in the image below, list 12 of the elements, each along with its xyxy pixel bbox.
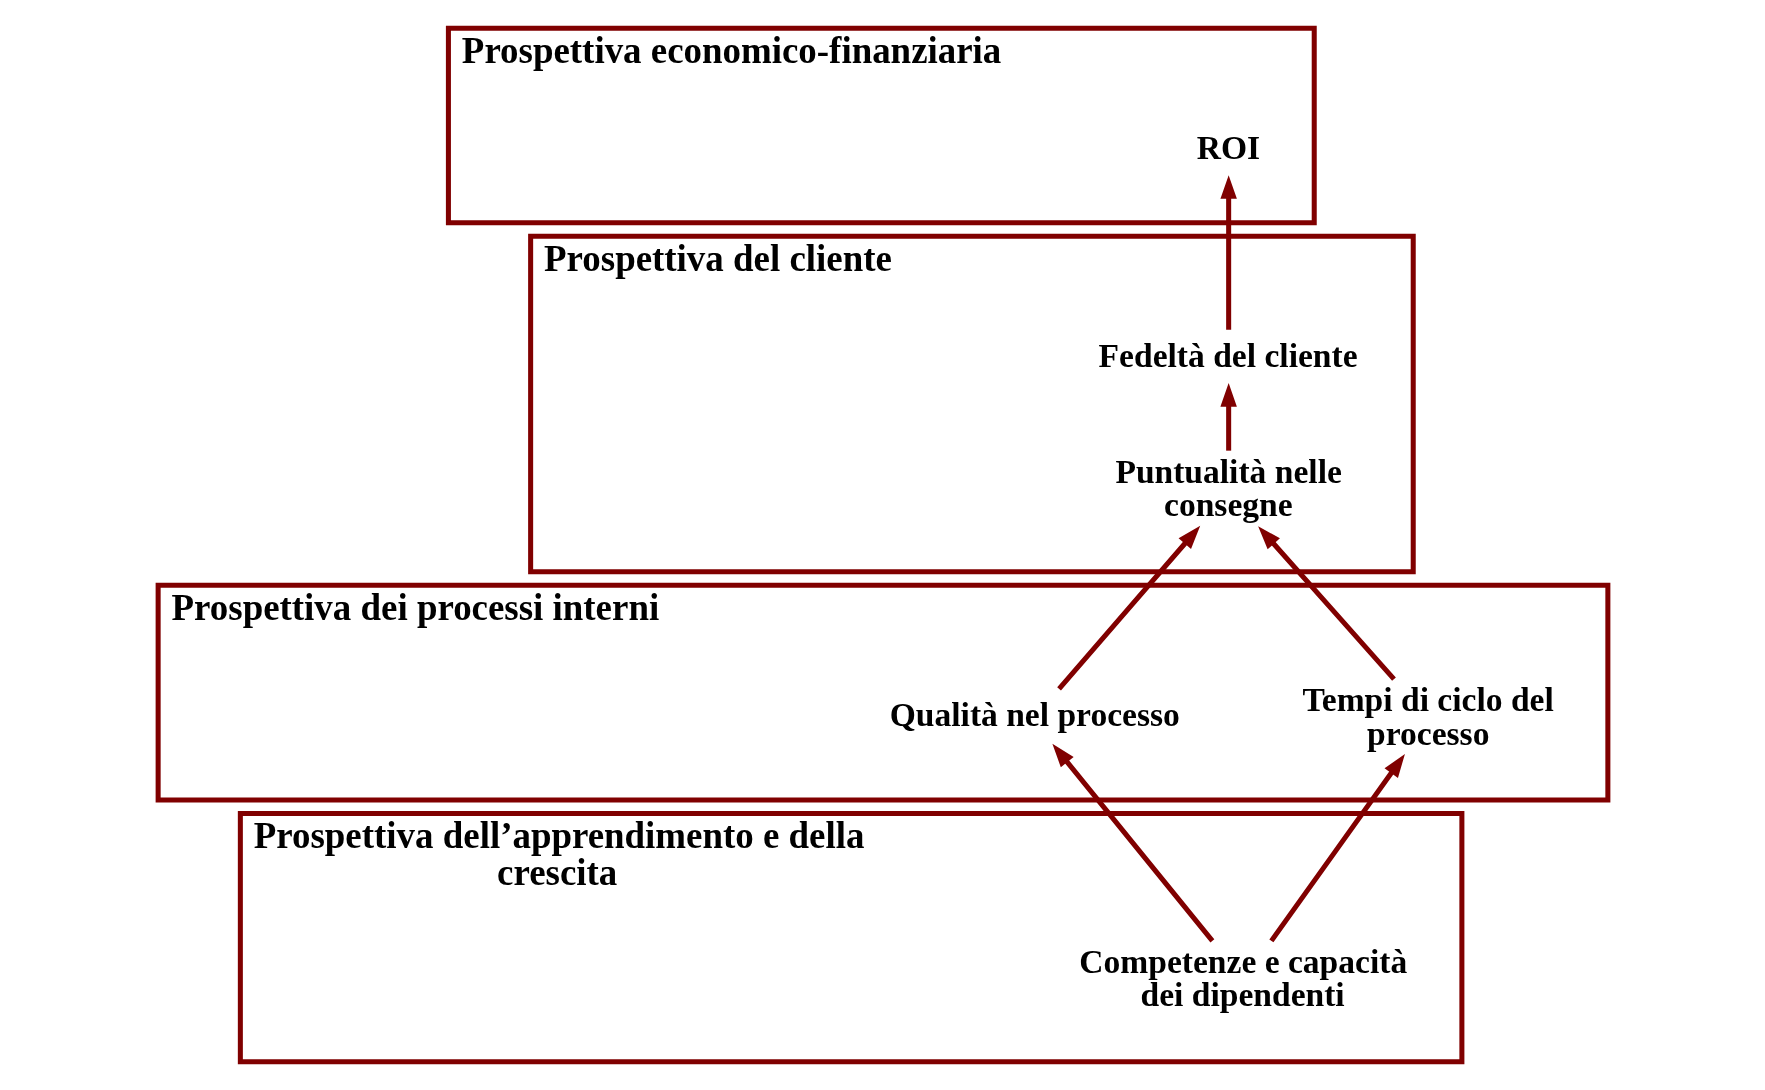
- arrow: [1257, 526, 1396, 681]
- arrow: [1051, 743, 1214, 943]
- arrow: [1268, 753, 1405, 943]
- node-text: Tempi di ciclo del processo: [1301, 681, 1554, 752]
- node-text: Competenze e capacità dei dipendenti: [1078, 942, 1407, 1014]
- node-text: Qualità nel processo: [889, 696, 1180, 734]
- node-text: ROI: [1196, 129, 1260, 167]
- arrow: [1219, 383, 1237, 451]
- arrow: [1219, 175, 1237, 330]
- node-text: Puntualità nelle consegne: [1114, 452, 1342, 524]
- node-text: Fedeltà del cliente: [1098, 337, 1358, 375]
- arrow: [1056, 525, 1200, 691]
